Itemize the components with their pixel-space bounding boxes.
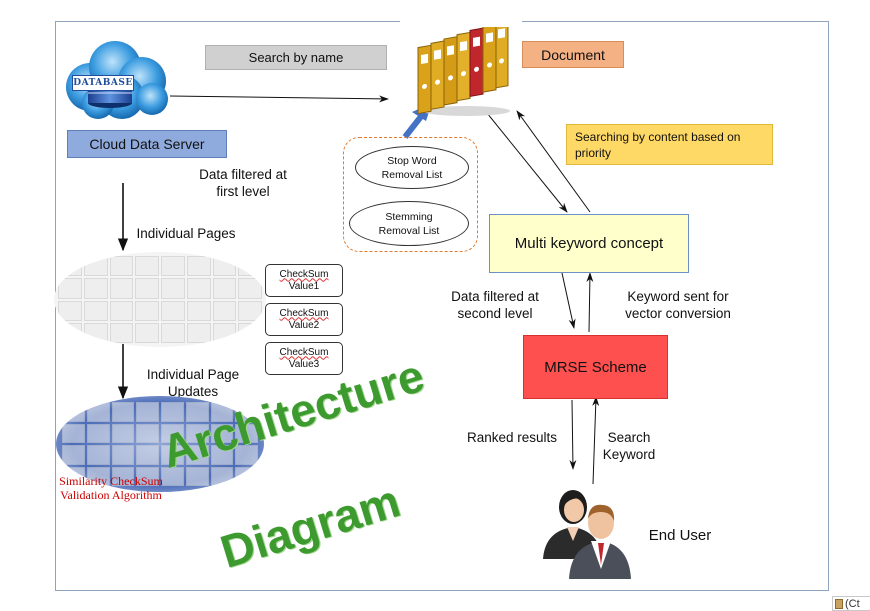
cloud-data-server-box: Cloud Data Server xyxy=(67,130,227,158)
keyword-sent-line2: vector conversion xyxy=(625,306,731,321)
arrow-multikeyword-to-mrse xyxy=(561,272,576,329)
searching-line1: Searching by content based on xyxy=(575,130,741,144)
updated-pages-image xyxy=(56,396,264,492)
document-binders-icon xyxy=(417,27,510,116)
mrse-scheme-box: MRSE Scheme xyxy=(523,335,668,399)
paste-options-button[interactable]: (Ct xyxy=(832,596,870,611)
first-level-line2: first level xyxy=(216,184,270,199)
stop-word-line2: Removal List xyxy=(381,168,443,181)
checksum-1-title: CheckSum xyxy=(279,268,329,280)
ranked-results-label: Ranked results xyxy=(466,430,558,445)
first-level-line1: Data filtered at xyxy=(199,167,287,182)
checksum-box-1: CheckSum Value1 xyxy=(265,264,343,297)
searching-by-content-box: Searching by content based on priority xyxy=(566,124,773,165)
stemming-line2: Removal List xyxy=(378,224,440,237)
arrow-database-to-document xyxy=(169,95,389,103)
arrow-mrse-to-user xyxy=(569,399,577,470)
searching-line2: priority xyxy=(575,146,612,160)
keyword-sent-line1: Keyword sent for xyxy=(627,289,729,304)
database-label: DATABASE xyxy=(72,75,134,91)
checksum-box-2: CheckSum Value2 xyxy=(265,303,343,336)
removal-lists-container xyxy=(343,137,478,252)
arrow-user-to-mrse xyxy=(592,396,600,485)
stemming-removal-ellipse: Stemming Removal List xyxy=(349,201,469,246)
paste-options-label: (Ct xyxy=(845,597,860,610)
data-filtered-second-label: Data filtered at second level xyxy=(440,288,550,322)
end-user-label: End User xyxy=(648,527,712,544)
checksum-3-title: CheckSum xyxy=(279,346,329,358)
second-level-line2: second level xyxy=(457,306,533,321)
clipboard-icon xyxy=(835,598,843,609)
keyword-sent-label: Keyword sent for vector conversion xyxy=(616,288,740,322)
stemming-line1: Stemming xyxy=(385,210,433,223)
data-filtered-first-label: Data filtered at first level xyxy=(188,166,298,200)
checksum-3-value: Value3 xyxy=(288,358,320,370)
similarity-line1: Similarity CheckSum xyxy=(59,474,163,488)
arrow-mrse-to-multikeyword xyxy=(586,272,594,333)
checksum-2-title: CheckSum xyxy=(279,307,329,319)
search-keyword-line2: Keyword xyxy=(602,447,656,462)
arrow-multikeyword-to-document xyxy=(516,110,591,213)
end-user-icon xyxy=(543,490,631,579)
similarity-line2: Validation Algorithm xyxy=(60,488,162,502)
frame-gap xyxy=(400,18,522,24)
checksum-2-value: Value2 xyxy=(288,319,320,331)
search-keyword-label: Search Keyword xyxy=(598,429,660,463)
search-keyword-line1: Search xyxy=(607,430,651,445)
individual-page-updates-label: Individual Page Updates xyxy=(135,366,251,400)
arrow-document-to-multikeyword xyxy=(486,112,568,213)
stop-word-line1: Stop Word xyxy=(387,154,437,167)
second-level-line1: Data filtered at xyxy=(451,289,539,304)
stop-word-removal-ellipse: Stop Word Removal List xyxy=(355,146,469,189)
updates-line2: Updates xyxy=(167,384,219,399)
similarity-algorithm-label: Similarity CheckSum Validation Algorithm xyxy=(55,474,167,502)
individual-pages-label: Individual Pages xyxy=(136,226,236,241)
updates-line1: Individual Page xyxy=(146,367,240,382)
individual-pages-image xyxy=(54,252,266,347)
checksum-box-3: CheckSum Value3 xyxy=(265,342,343,375)
multi-keyword-box: Multi keyword concept xyxy=(489,214,689,273)
checksum-1-value: Value1 xyxy=(288,280,320,292)
document-box: Document xyxy=(522,41,624,68)
search-by-name-box: Search by name xyxy=(205,45,387,70)
